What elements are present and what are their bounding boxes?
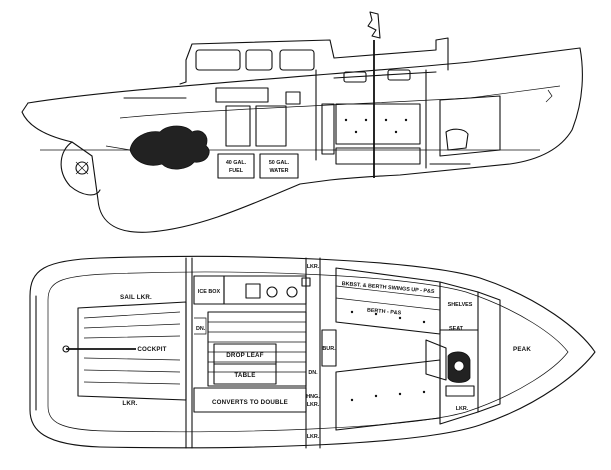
profile-settee-front (335, 147, 421, 165)
profile-rudder (60, 141, 101, 196)
table-label: TABLE (234, 372, 255, 379)
profile-mast-break (367, 11, 381, 39)
profile-view: 40 GAL. FUEL 50 GAL. WATER (21, 11, 583, 233)
plan-cabin-sole (207, 311, 307, 387)
plan-mast (301, 277, 311, 287)
plan-stove-burner-1 (266, 286, 278, 298)
profile-fuel-tank (217, 153, 255, 179)
plan-galley-counter (223, 275, 307, 305)
water-tank-label-2: WATER (269, 168, 288, 174)
profile-forward-cabin (439, 95, 501, 157)
profile-stove (285, 91, 301, 105)
profile-door (321, 103, 335, 155)
converts-label: CONVERTS TO DOUBLE (212, 399, 288, 406)
profile-stern (21, 102, 93, 157)
cockpit-label: COCKPIT (137, 346, 166, 353)
hanging-locker-label-2: LKR. (307, 402, 320, 408)
profile-bow-stem (509, 47, 583, 165)
water-tank-label-1: 50 GAL. (269, 160, 290, 166)
plan-sink (245, 283, 261, 299)
dn-port-label: DN. (196, 326, 206, 332)
bureau-label: BUR. (322, 346, 336, 352)
plan-cockpit (77, 301, 187, 401)
shelves-label: SHELVES (448, 302, 473, 308)
profile-window-1 (195, 49, 241, 71)
profile-engine (129, 125, 210, 170)
profile-galley-cabinet-2 (255, 105, 287, 147)
profile-galley-cabinet-1 (225, 105, 251, 147)
plan-upper-berth (335, 267, 441, 335)
fuel-tank-label-2: FUEL (229, 168, 244, 174)
sail-locker-label: SAIL LKR. (120, 294, 152, 301)
plan-hull-outline (29, 255, 596, 449)
plan-lower-berth (335, 359, 441, 431)
hanging-locker-label-1: HNG. (306, 394, 320, 400)
plan-view: COCKPIT SAIL LKR. LKR. ICE BOX DN. DROP … (29, 255, 596, 449)
profile-propeller (75, 161, 89, 175)
seat-label: SEAT (449, 326, 464, 332)
profile-cabin-trunk (185, 37, 449, 83)
profile-hull-bottom (91, 155, 511, 233)
plan-bureau (321, 329, 337, 367)
fuel-tank-label-1: 40 GAL. (226, 160, 247, 166)
plan-stove-burner-2 (286, 286, 298, 298)
lkr-fwd-label: LKR. (456, 406, 469, 412)
ice-box-label: ICE BOX (198, 289, 221, 295)
peak-label: PEAK (513, 346, 531, 353)
profile-window-3 (279, 49, 315, 71)
dn-mid-label: DN. (308, 370, 318, 376)
profile-water-tank (259, 153, 299, 179)
lkr-top-label: LKR. (307, 264, 320, 270)
profile-sheer-line (27, 47, 581, 104)
profile-galley-counter (215, 87, 269, 103)
profile-window-2 (245, 49, 273, 71)
plan-seat (425, 339, 447, 381)
berth-ps-label: BERTH - P&S (367, 308, 402, 317)
drop-leaf-label: DROP LEAF (226, 352, 263, 359)
aft-locker-label: LKR. (122, 400, 137, 407)
profile-settee-back (335, 103, 421, 145)
lkr-bottom-label: LKR. (307, 434, 320, 440)
profile-head (445, 128, 469, 151)
